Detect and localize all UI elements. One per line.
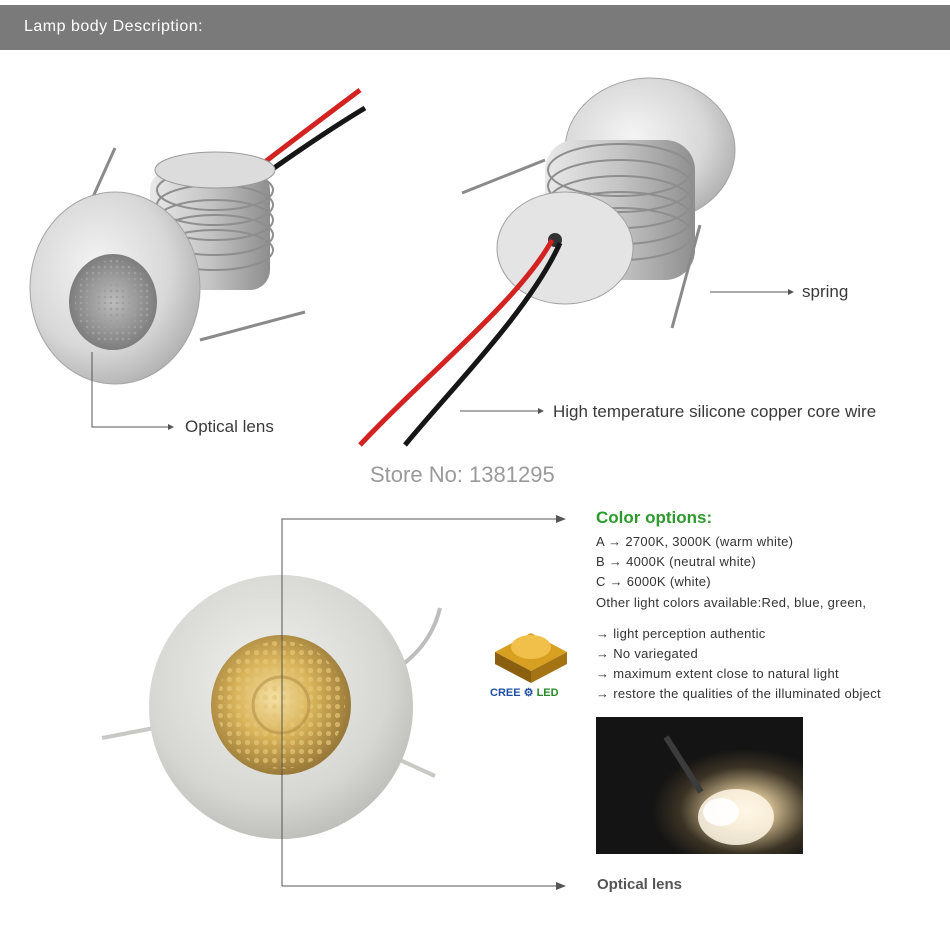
cree-brand-text: CREE <box>490 687 521 699</box>
other-colors-note: Other light colors available:Red, blue, … <box>596 595 867 610</box>
color-options-title: Color options: <box>596 508 713 527</box>
optical-lens-bottom-label: Optical lens <box>597 876 683 893</box>
wire-label: High temperature silicone copper core wi… <box>553 402 877 421</box>
lit-lamp-photo <box>596 717 803 854</box>
section-header: Lamp body Description: <box>0 5 950 50</box>
feature-item: → No variegated <box>596 646 699 661</box>
color-option-c: C → 6000K (white) <box>596 574 711 589</box>
section-title: Lamp body Description: <box>24 18 204 35</box>
lamp-back-view <box>358 77 794 447</box>
store-number: Store No: 1381295 <box>370 462 555 487</box>
cree-led-text: LED <box>536 687 559 699</box>
feature-item: → light perception authentic <box>596 626 766 641</box>
spring-label: spring <box>802 282 849 301</box>
cree-led-badge: CREE ⚙ LED <box>490 686 559 699</box>
feature-item: → maximum extent close to natural light <box>596 666 839 681</box>
optical-lens-label: Optical lens <box>185 417 274 436</box>
color-option-a: A → 2700K, 3000K (warm white) <box>596 534 794 549</box>
color-option-b: B → 4000K (neutral white) <box>596 554 756 569</box>
feature-item: → restore the qualities of the illuminat… <box>596 686 881 701</box>
lamp-lit-front-view <box>101 515 566 890</box>
lamp-front-view <box>29 88 367 430</box>
light-beam-image <box>596 717 803 854</box>
cree-mark-icon: ⚙ <box>523 687 534 699</box>
cree-led-chip-icon <box>495 633 567 683</box>
